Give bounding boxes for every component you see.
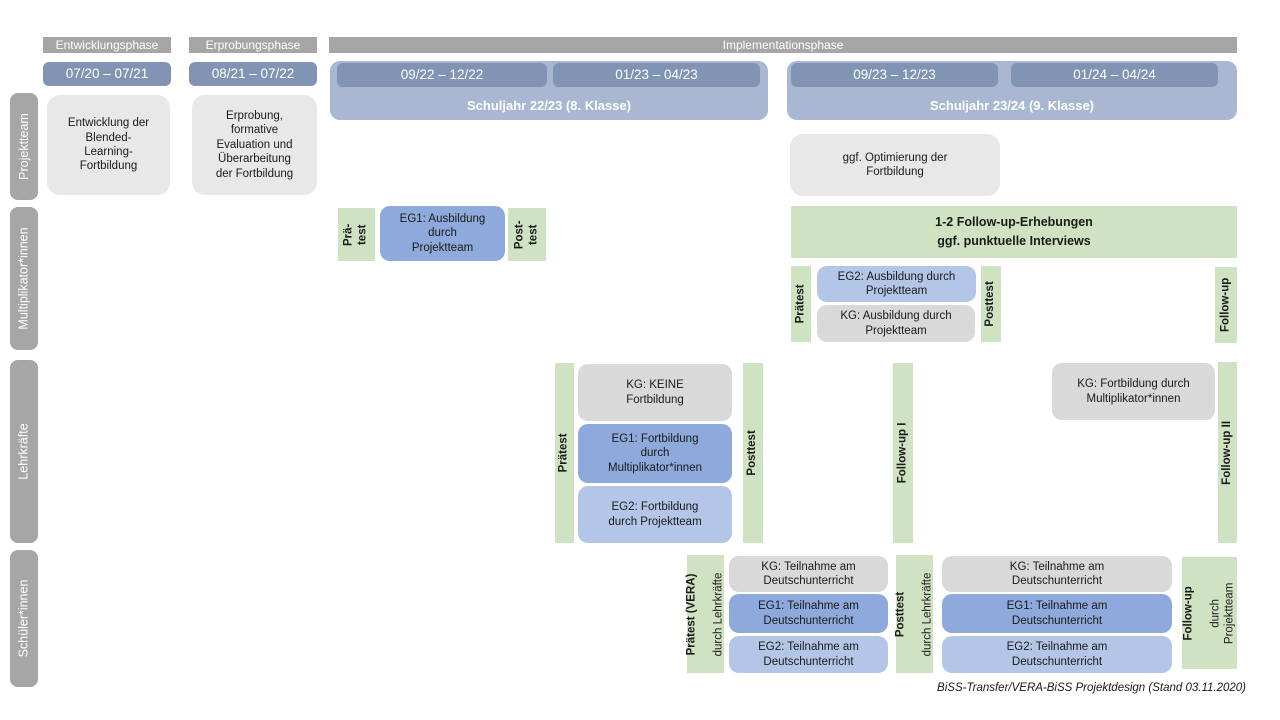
multiplikatoren-eg1-box: EG1: Ausbildung durch Projektteam [380, 206, 505, 261]
schueler-posttest-main: Posttest [893, 591, 906, 637]
row-label-schuelerinnen-text: Schüler*innen [16, 579, 31, 658]
multiplikatoren-posttest-bar: Post- test [508, 208, 546, 261]
schueler-posttest-text: Posttest durch Lehrkräfte [880, 572, 949, 656]
row-label-multiplikatorinnen: Multiplikator*innen [10, 207, 38, 350]
phase-header-erprobungsphase: Erprobungsphase [189, 37, 317, 53]
schueler-praetest-vera-main: Prätest (VERA) [684, 573, 697, 655]
schueler-followup-main: Follow-up [1181, 585, 1194, 641]
schueler-followup-bar: Follow-up durch Projektteam [1182, 557, 1237, 669]
period-0123-0423: 01/23 – 04/23 [553, 63, 760, 87]
schueler-praetest-vera-bar: Prätest (VERA) durch Lehrkräfte [684, 555, 725, 673]
task-optimierung-fortbildung: ggf. Optimierung der Fortbildung [790, 134, 1000, 196]
lehrkraefte-kg-box: KG: KEINE Fortbildung [578, 364, 732, 421]
schueler-eg1-box-2: EG1: Teilnahme am Deutschunterricht [942, 594, 1172, 633]
lehrkraefte-praetest-label: Prätest [557, 433, 570, 473]
schueler-posttest-sub: durch Lehrkräfte [921, 572, 934, 656]
lehrkraefte-kg2-box: KG: Fortbildung durch Multiplikator*inne… [1052, 363, 1215, 420]
multiplikatoren-followup-label: Follow-up [1219, 277, 1232, 333]
multiplikatoren-praetest2-label: Prätest [794, 284, 807, 324]
task-erprobung-evaluation: Erprobung, formative Evaluation und Über… [192, 95, 317, 195]
multiplikatoren-eg2-box: EG2: Ausbildung durch Projektteam [817, 266, 976, 302]
period-0124-0424: 01/24 – 04/24 [1011, 63, 1218, 87]
row-label-projektteam: Projektteam [10, 93, 38, 200]
schueler-posttest-bar: Posttest durch Lehrkräfte [894, 555, 933, 673]
row-label-multiplikatorinnen-text: Multiplikator*innen [16, 227, 31, 330]
lehrkraefte-posttest-bar: Posttest [743, 363, 763, 543]
schoolyear-label-23-24: Schuljahr 23/24 (9. Klasse) [929, 98, 1095, 113]
schueler-kg-box-1: KG: Teilnahme am Deutschunterricht [729, 556, 888, 592]
multiplikatoren-posttest2-label: Posttest [984, 281, 997, 327]
period-0720-0721: 07/20 – 07/21 [43, 62, 171, 86]
lehrkraefte-followup2-label: Follow-up II [1220, 420, 1233, 485]
lehrkraefte-eg1-box: EG1: Fortbildung durch Multiplikator*inn… [578, 424, 732, 483]
row-label-lehrkraefte-text: Lehrkräfte [16, 423, 31, 480]
schoolyear-label-22-23: Schuljahr 22/23 (8. Klasse) [466, 98, 632, 113]
multiplikatoren-posttest2-bar: Posttest [981, 266, 1001, 342]
schueler-eg2-box-1: EG2: Teilnahme am Deutschunterricht [729, 636, 888, 673]
lehrkraefte-followup1-bar: Follow-up I [893, 363, 913, 543]
phase-header-entwicklungsphase: Entwicklungsphase [43, 37, 171, 53]
multiplikatoren-praetest-bar: Prä- test [338, 208, 375, 261]
lehrkraefte-followup1-label: Follow-up I [896, 422, 909, 484]
phase-header-implementationsphase: Implementationsphase [329, 37, 1237, 53]
multiplikatoren-praetest-label: Prä- test [342, 223, 369, 246]
row-label-lehrkraefte: Lehrkräfte [10, 360, 38, 543]
period-0922-1222: 09/22 – 12/22 [337, 63, 547, 87]
schueler-eg2-box-2: EG2: Teilnahme am Deutschunterricht [942, 636, 1172, 673]
schueler-eg1-box-1: EG1: Teilnahme am Deutschunterricht [729, 594, 888, 633]
schueler-followup-text: Follow-up durch Projektteam [1168, 582, 1251, 643]
period-0923-1223: 09/23 – 12/23 [791, 63, 998, 87]
lehrkraefte-posttest-label: Posttest [746, 430, 759, 476]
multiplikatoren-praetest2-bar: Prätest [791, 266, 811, 342]
task-entwicklung-fortbildung: Entwicklung der Blended- Learning- Fortb… [47, 95, 170, 195]
multiplikatoren-followup-erhebungen-box: 1-2 Follow-up-Erhebungen ggf. punktuelle… [791, 206, 1237, 258]
multiplikatoren-followup-bar: Follow-up [1215, 267, 1237, 343]
footer-caption: BiSS-Transfer/VERA-BiSS Projektdesign (S… [937, 682, 1246, 694]
schueler-followup-sub: durch Projektteam [1209, 582, 1236, 644]
row-label-projektteam-text: Projektteam [16, 113, 31, 180]
schueler-praetest-vera-sub: durch Lehrkräfte [712, 572, 725, 656]
lehrkraefte-eg2-box: EG2: Fortbildung durch Projektteam [578, 486, 732, 543]
schueler-kg-box-2: KG: Teilnahme am Deutschunterricht [942, 556, 1172, 592]
lehrkraefte-praetest-bar: Prätest [555, 363, 574, 543]
row-label-schuelerinnen: Schüler*innen [10, 550, 38, 687]
period-0821-0722: 08/21 – 07/22 [189, 62, 317, 86]
multiplikatoren-posttest-label: Post- test [513, 220, 539, 249]
multiplikatoren-kg-box: KG: Ausbildung durch Projektteam [817, 305, 975, 342]
lehrkraefte-followup2-bar: Follow-up II [1218, 362, 1237, 543]
